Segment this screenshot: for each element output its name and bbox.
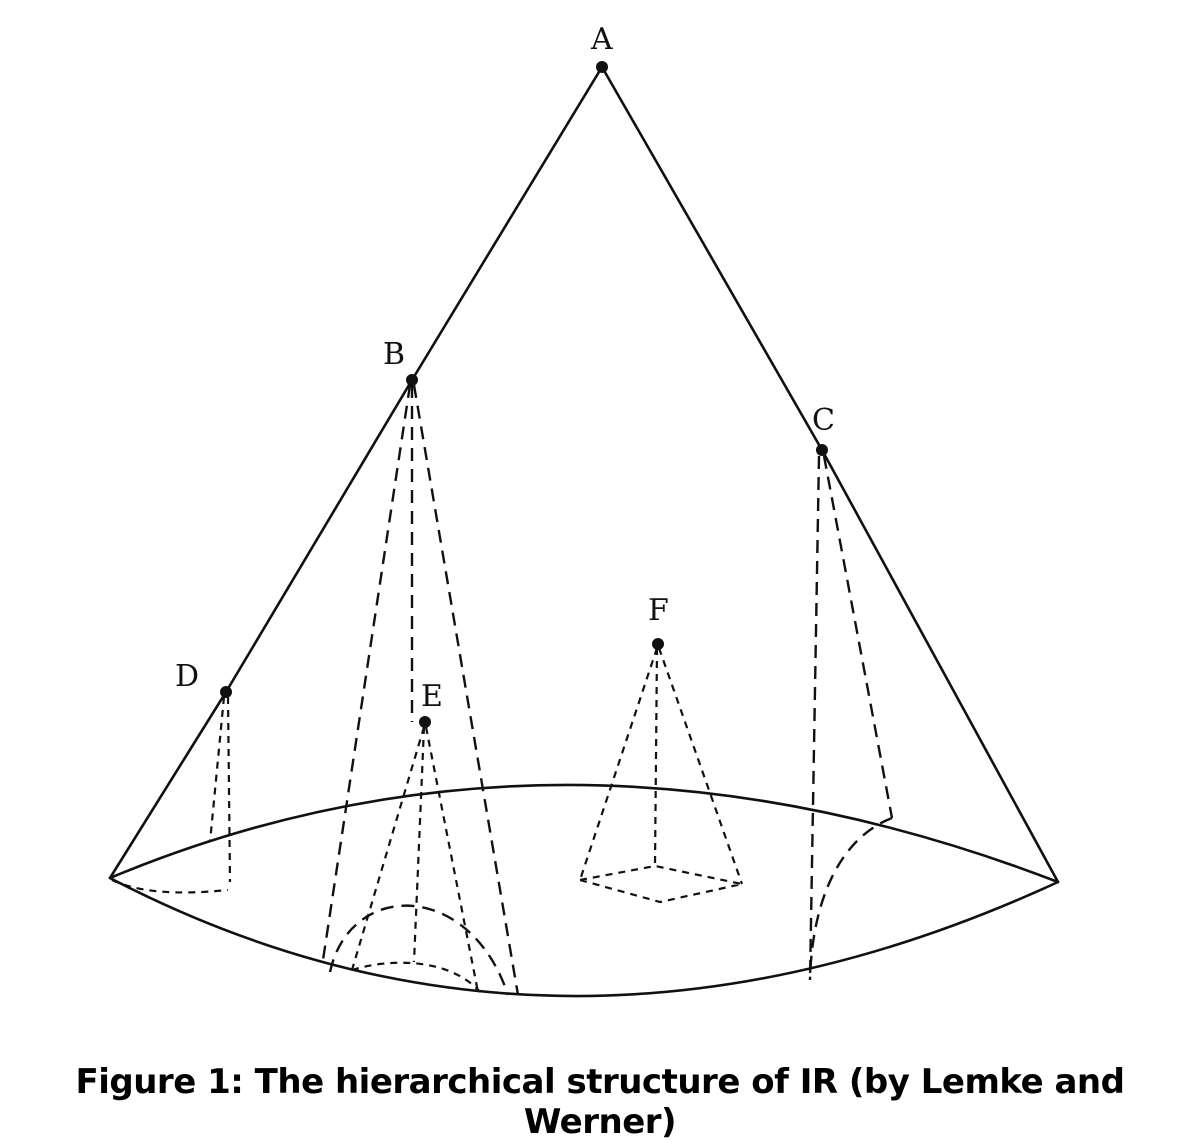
base-lens (108, 783, 1060, 998)
node-a-dot (596, 61, 608, 73)
region-e-left (350, 726, 426, 971)
edge-a-b (410, 65, 604, 382)
region-f (578, 647, 744, 904)
node-f-label: F (648, 593, 669, 628)
region-d-right (226, 696, 232, 883)
region-d-base (111, 879, 229, 894)
node-d-dot (220, 686, 232, 698)
edge-c-right-rim (820, 448, 1060, 884)
region-f-left (578, 647, 659, 881)
region-c-right (822, 455, 894, 819)
node-c-label: C (812, 403, 835, 438)
region-b (321, 384, 520, 996)
hierarchy-diagram: A B C D E F (108, 22, 1060, 998)
node-b-dot (406, 374, 418, 386)
region-c-left (808, 455, 821, 981)
region-e-base-arc (351, 961, 481, 993)
region-f-center (653, 647, 659, 867)
region-e (350, 726, 481, 993)
region-e-right (424, 726, 480, 993)
node-labels: A B C D E F (175, 22, 835, 714)
figure-caption: Figure 1: The hierarchical structure of … (75, 1062, 1125, 1142)
edge-b-d (224, 378, 414, 694)
node-c-dot (816, 444, 828, 456)
region-b-right (412, 384, 520, 996)
region-f-base (579, 864, 743, 904)
region-d-left (208, 696, 226, 843)
region-e-center (412, 726, 426, 963)
edge-a-c (600, 65, 824, 452)
region-c (808, 455, 894, 981)
node-e-label: E (421, 679, 443, 714)
region-b-base-arc (328, 904, 510, 996)
region-b-left (321, 384, 412, 961)
outer-cone (108, 65, 1060, 884)
region-f-right (657, 647, 744, 885)
node-d-label: D (175, 659, 199, 694)
node-e-dot (419, 716, 431, 728)
node-a-label: A (590, 22, 613, 57)
base-front-curve (108, 876, 1060, 998)
node-f-dot (652, 638, 664, 650)
region-c-base-arc (808, 816, 893, 981)
region-d (111, 696, 232, 894)
base-back-curve (108, 783, 1060, 884)
node-b-label: B (383, 337, 405, 372)
nodes (220, 61, 828, 728)
edge-d-left-rim (108, 690, 228, 880)
